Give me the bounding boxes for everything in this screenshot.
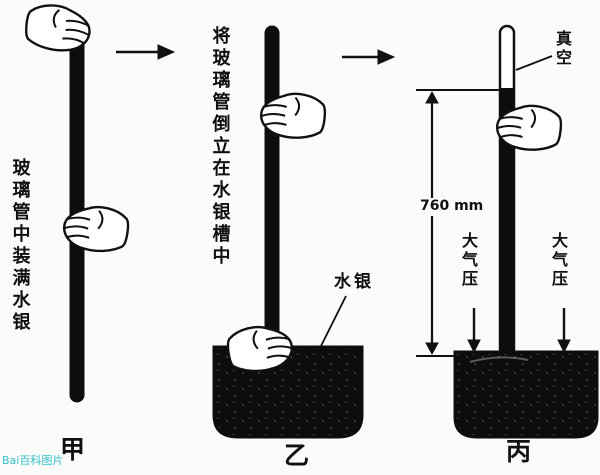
vacuum-label-leader-line [515, 55, 553, 71]
mercury-column [500, 88, 514, 398]
watermark: Bai百科图片 [2, 454, 64, 467]
height-label: 760 mm [418, 198, 486, 216]
vacuum-label: 真空 [553, 30, 572, 68]
mercury-trough-2 [453, 350, 599, 439]
arrow-right-icon-2 [342, 49, 396, 65]
panel-yi-description: 将玻璃管倒立在水银槽中 [209, 26, 231, 268]
atmospheric-pressure-label-left: 大气压 [459, 232, 478, 289]
arrow-right-icon [116, 44, 176, 60]
height-measurement-arrow [416, 89, 500, 357]
mercury-highlight-2 [469, 356, 529, 363]
arrow-down-icon-right [557, 308, 571, 354]
caption-bing: 丙 [506, 437, 532, 466]
arrow-down-icon-left [467, 308, 481, 354]
mercury-label-leader-line [319, 295, 347, 349]
glass-tube-inverted [264, 25, 280, 381]
panel-jia-description: 玻璃管中装满水银 [9, 158, 31, 334]
caption-jia: 甲 [60, 435, 86, 464]
atmospheric-pressure-label-right: 大气压 [549, 232, 568, 289]
mercury-label: 水银 [334, 272, 374, 292]
caption-yi: 乙 [284, 441, 310, 470]
